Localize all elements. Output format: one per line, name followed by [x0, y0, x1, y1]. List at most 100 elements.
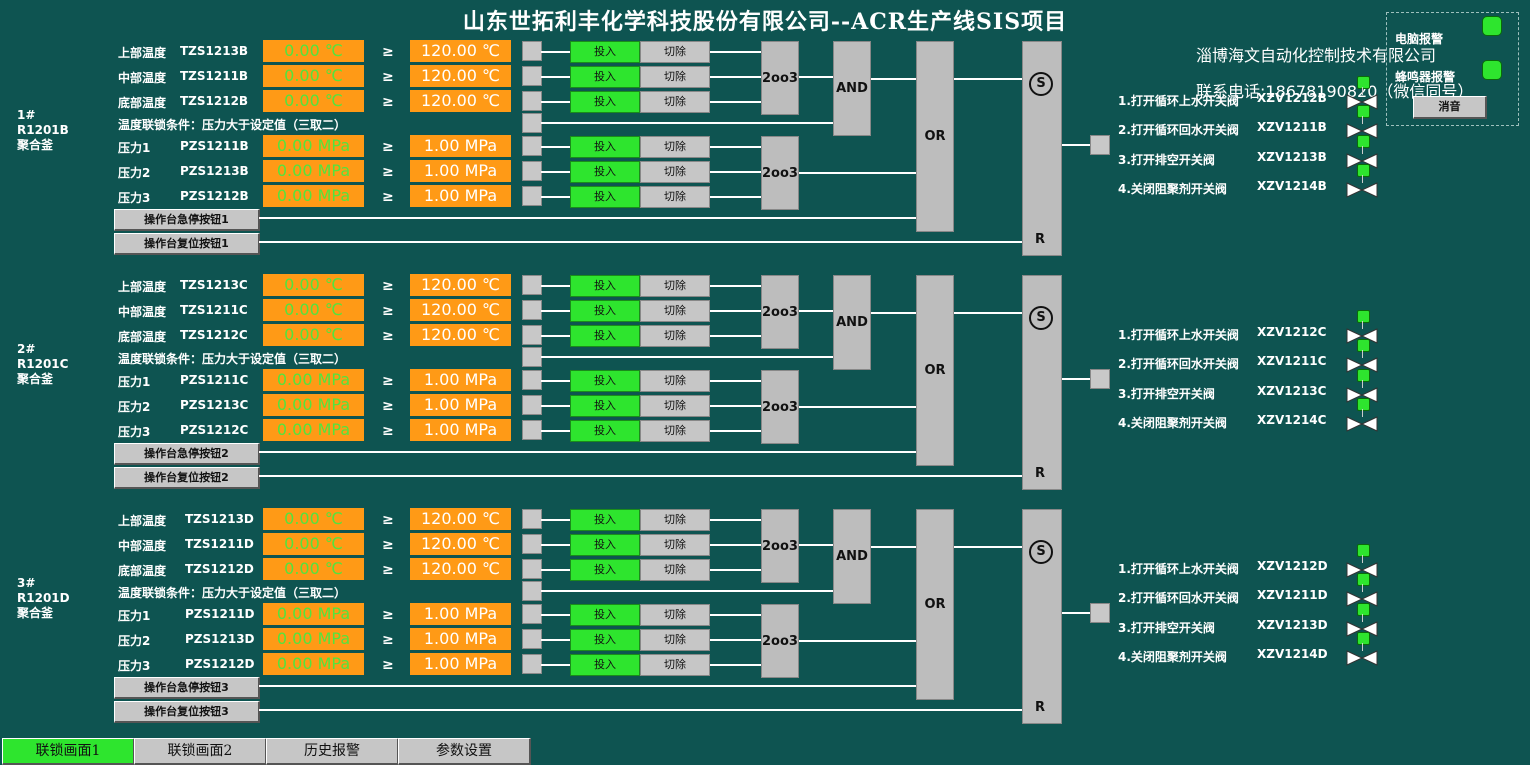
signal-wire: [799, 172, 916, 174]
pressure-setpoint[interactable]: 1.00 MPa: [410, 419, 511, 441]
console-reset-button[interactable]: 操作台复位按钮1: [114, 233, 260, 255]
temperature-bypass-button[interactable]: 切除: [640, 325, 710, 347]
pressure-enable-button[interactable]: 投入: [570, 161, 640, 183]
valve-icon[interactable]: [1346, 164, 1378, 198]
temperature-enable-button[interactable]: 投入: [570, 559, 640, 581]
temperature-bypass-button[interactable]: 切除: [640, 300, 710, 322]
mute-button[interactable]: 消音: [1413, 96, 1487, 119]
temperature-setpoint[interactable]: 120.00 ℃: [410, 508, 511, 530]
valve-icon[interactable]: [1346, 76, 1378, 110]
temperature-bypass-button[interactable]: 切除: [640, 534, 710, 556]
temperature-setpoint[interactable]: 120.00 ℃: [410, 65, 511, 87]
pressure-tag: PZS1213B: [180, 164, 249, 178]
temperature-process-value: 0.00 ℃: [263, 558, 364, 580]
pressure-enable-button[interactable]: 投入: [570, 395, 640, 417]
signal-wire: [541, 196, 570, 198]
pressure-bypass-button[interactable]: 切除: [640, 370, 710, 392]
temperature-setpoint[interactable]: 120.00 ℃: [410, 324, 511, 346]
temperature-name: 中部温度: [118, 71, 167, 85]
pressure-setpoint[interactable]: 1.00 MPa: [410, 653, 511, 675]
temperature-setpoint[interactable]: 120.00 ℃: [410, 90, 511, 112]
pressure-bypass-button[interactable]: 切除: [640, 136, 710, 158]
pressure-enable-button[interactable]: 投入: [570, 370, 640, 392]
signal-wire: [710, 664, 761, 666]
temperature-enable-button[interactable]: 投入: [570, 91, 640, 113]
pressure-enable-button[interactable]: 投入: [570, 629, 640, 651]
signal-wire: [541, 405, 570, 407]
pressure-setpoint[interactable]: 1.00 MPa: [410, 160, 511, 182]
pressure-enable-button[interactable]: 投入: [570, 136, 640, 158]
temperature-setpoint[interactable]: 120.00 ℃: [410, 40, 511, 62]
pressure-tag: PZS1212D: [185, 657, 255, 671]
temperature-setpoint[interactable]: 120.00 ℃: [410, 533, 511, 555]
or-gate: OR: [916, 41, 954, 232]
pressure-setpoint[interactable]: 1.00 MPa: [410, 369, 511, 391]
temperature-process-value: 0.00 ℃: [263, 274, 364, 296]
temperature-bypass-button[interactable]: 切除: [640, 559, 710, 581]
tab-interlock-2[interactable]: 联锁画面2: [134, 738, 267, 765]
pressure-setpoint[interactable]: 1.00 MPa: [410, 603, 511, 625]
pressure-bypass-button[interactable]: 切除: [640, 395, 710, 417]
temperature-bypass-button[interactable]: 切除: [640, 41, 710, 63]
console-reset-button[interactable]: 操作台复位按钮3: [114, 701, 260, 723]
temperature-enable-button[interactable]: 投入: [570, 66, 640, 88]
valve-icon[interactable]: [1346, 632, 1378, 666]
signal-wire: [1062, 612, 1090, 614]
signal-wire: [541, 639, 570, 641]
pressure-bypass-button[interactable]: 切除: [640, 161, 710, 183]
pressure-bypass-button[interactable]: 切除: [640, 186, 710, 208]
tab-parameters[interactable]: 参数设置: [398, 738, 531, 765]
console-estop-button[interactable]: 操作台急停按钮3: [114, 677, 260, 699]
pressure-enable-button[interactable]: 投入: [570, 420, 640, 442]
signal-wire: [1062, 378, 1090, 380]
temperature-enable-button[interactable]: 投入: [570, 41, 640, 63]
valve-icon[interactable]: [1346, 105, 1378, 139]
temperature-enable-button[interactable]: 投入: [570, 325, 640, 347]
valve-icon[interactable]: [1346, 603, 1378, 637]
valve-icon[interactable]: [1346, 310, 1378, 344]
temperature-bypass-button[interactable]: 切除: [640, 275, 710, 297]
valve-tag: XZV1213C: [1257, 384, 1327, 398]
valve-icon[interactable]: [1346, 573, 1378, 607]
pressure-bypass-button[interactable]: 切除: [640, 420, 710, 442]
signal-wire: [710, 544, 761, 546]
temperature-bypass-button[interactable]: 切除: [640, 66, 710, 88]
console-estop-button[interactable]: 操作台急停按钮1: [114, 209, 260, 231]
temperature-enable-button[interactable]: 投入: [570, 300, 640, 322]
pressure-enable-button[interactable]: 投入: [570, 654, 640, 676]
pressure-setpoint[interactable]: 1.00 MPa: [410, 135, 511, 157]
pressure-setpoint[interactable]: 1.00 MPa: [410, 394, 511, 416]
console-estop-button[interactable]: 操作台急停按钮2: [114, 443, 260, 465]
temperature-2oo3-gate: 2oo3: [761, 275, 799, 349]
temperature-enable-button[interactable]: 投入: [570, 275, 640, 297]
temperature-enable-button[interactable]: 投入: [570, 509, 640, 531]
pressure-bypass-button[interactable]: 切除: [640, 654, 710, 676]
tab-interlock-1[interactable]: 联锁画面1: [2, 738, 135, 765]
pc-alarm-indicator: [1482, 16, 1502, 36]
console-reset-button[interactable]: 操作台复位按钮2: [114, 467, 260, 489]
temperature-bypass-button[interactable]: 切除: [640, 509, 710, 531]
tab-history-alarms[interactable]: 历史报警: [266, 738, 399, 765]
pressure-bypass-button[interactable]: 切除: [640, 629, 710, 651]
pressure-enable-button[interactable]: 投入: [570, 604, 640, 626]
pressure-bypass-button[interactable]: 切除: [640, 604, 710, 626]
valve-icon[interactable]: [1346, 369, 1378, 403]
valve-icon[interactable]: [1346, 544, 1378, 578]
temperature-setpoint[interactable]: 120.00 ℃: [410, 274, 511, 296]
temperature-setpoint[interactable]: 120.00 ℃: [410, 558, 511, 580]
valve-icon[interactable]: [1346, 398, 1378, 432]
pressure-tag: PZS1212C: [180, 423, 249, 437]
valve-tag: XZV1214D: [1257, 647, 1328, 661]
valve-icon[interactable]: [1346, 135, 1378, 169]
valve-icon[interactable]: [1346, 339, 1378, 373]
temperature-setpoint[interactable]: 120.00 ℃: [410, 299, 511, 321]
signal-wire: [259, 217, 916, 219]
signal-wire: [541, 310, 570, 312]
signal-wire: [954, 546, 1022, 548]
pressure-setpoint[interactable]: 1.00 MPa: [410, 185, 511, 207]
pressure-enable-button[interactable]: 投入: [570, 186, 640, 208]
pressure-setpoint[interactable]: 1.00 MPa: [410, 628, 511, 650]
temperature-status-indicator: [522, 534, 542, 554]
temperature-enable-button[interactable]: 投入: [570, 534, 640, 556]
temperature-bypass-button[interactable]: 切除: [640, 91, 710, 113]
